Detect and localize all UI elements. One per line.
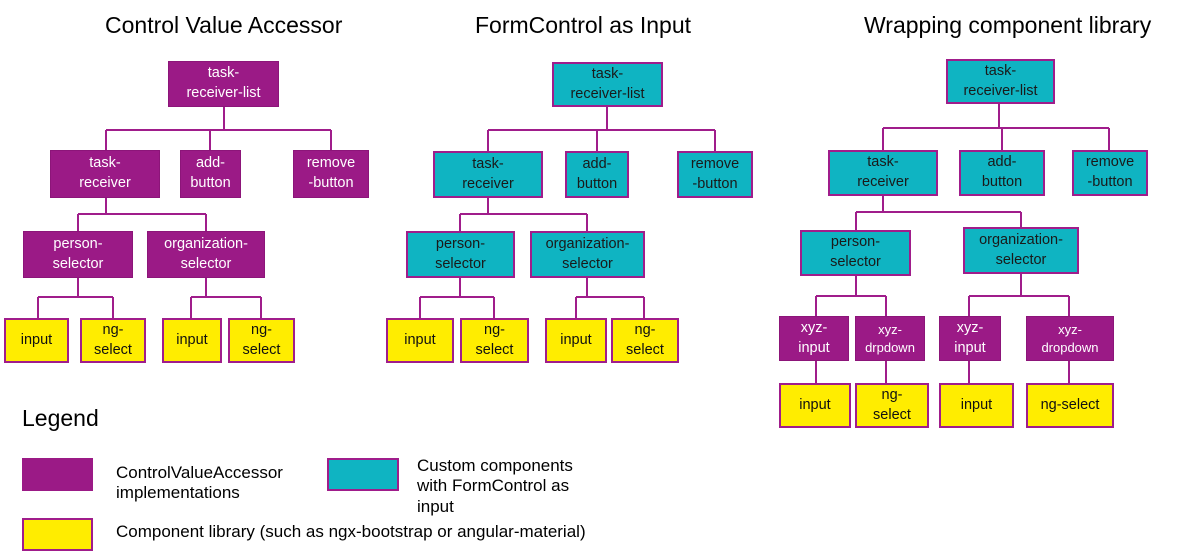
node-remove-button: remove -button bbox=[293, 150, 369, 198]
node-ng-select: ng- select bbox=[460, 318, 529, 363]
legend-text-library: Component library (such as ngx-bootstrap… bbox=[116, 522, 586, 541]
node-add-button: add- button bbox=[565, 151, 629, 198]
node-remove-button: remove -button bbox=[1072, 150, 1148, 196]
node-input: input bbox=[386, 318, 454, 363]
node-person-selector: person- selector bbox=[406, 231, 515, 278]
node-add-button: add- button bbox=[180, 150, 241, 198]
node-remove-button: remove -button bbox=[677, 151, 753, 198]
node-ng-select: ng- select bbox=[611, 318, 679, 363]
node-ng-select: ng- select bbox=[228, 318, 295, 363]
legend-swatch-cva bbox=[22, 458, 93, 491]
node-xyz-dropdown: xyz- dropdown bbox=[1026, 316, 1114, 361]
node-person-selector: person- selector bbox=[800, 230, 911, 276]
node-xyz-drpdown: xyz- drpdown bbox=[855, 316, 925, 361]
node-ng-select: ng-select bbox=[1026, 383, 1114, 428]
node-xyz-input: xyz- input bbox=[939, 316, 1001, 361]
node-ng-select: ng- select bbox=[80, 318, 146, 363]
title-formcontrol-as-input: FormControl as Input bbox=[475, 12, 692, 38]
legend-text-formcontrol: Custom components with FormControl as in… bbox=[417, 456, 573, 516]
node-input: input bbox=[4, 318, 69, 363]
title-control-value-accessor: Control Value Accessor bbox=[105, 12, 343, 38]
title-wrapping-component-library: Wrapping component library bbox=[864, 12, 1152, 38]
node-organization-selector: organization- selector bbox=[530, 231, 645, 278]
legend-swatch-library bbox=[22, 518, 93, 551]
legend-text-cva: ControlValueAccessor implementations bbox=[116, 463, 283, 503]
node-organization-selector: organization- selector bbox=[963, 227, 1079, 274]
node-ng-select: ng- select bbox=[855, 383, 929, 428]
node-task-receiver: task- receiver bbox=[50, 150, 160, 198]
node-person-selector: person- selector bbox=[23, 231, 133, 278]
node-xyz-input: xyz- input bbox=[779, 316, 849, 361]
node-organization-selector: organization- selector bbox=[147, 231, 265, 278]
node-input: input bbox=[939, 383, 1014, 428]
node-add-button: add- button bbox=[959, 150, 1045, 196]
node-task-receiver: task- receiver bbox=[433, 151, 543, 198]
node-task-receiver: task- receiver bbox=[828, 150, 938, 196]
node-task-receiver-list: task- receiver-list bbox=[946, 59, 1055, 104]
node-task-receiver-list: task- receiver-list bbox=[168, 61, 279, 107]
node-input: input bbox=[162, 318, 222, 363]
legend-swatch-formcontrol bbox=[327, 458, 399, 491]
legend-title: Legend bbox=[22, 405, 99, 431]
node-input: input bbox=[779, 383, 851, 428]
node-input: input bbox=[545, 318, 607, 363]
node-task-receiver-list: task- receiver-list bbox=[552, 62, 663, 107]
